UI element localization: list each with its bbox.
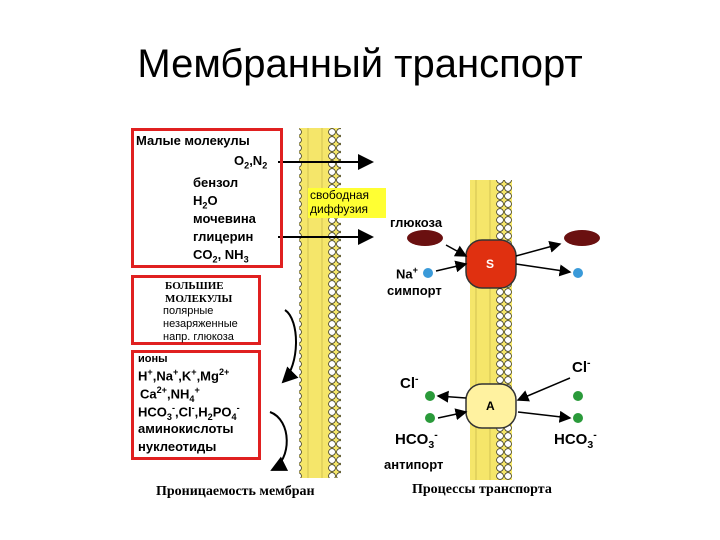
- hco3-right-label: HCO3-: [554, 429, 597, 451]
- hco3-left-label: HCO3-: [395, 429, 438, 451]
- hco3-dot-right: [573, 413, 583, 423]
- large-heading-1: БОЛЬШИЕ: [165, 280, 224, 292]
- cl-right-label: Cl-: [572, 357, 591, 376]
- glucose-left: [407, 230, 443, 246]
- cl-dot-right: [573, 391, 583, 401]
- na-dot-left: [423, 268, 433, 278]
- free-diffusion-label: свободная диффузия: [308, 188, 386, 218]
- large-heading-2: МОЛЕКУЛЫ: [165, 293, 233, 305]
- left-membrane: [299, 128, 341, 478]
- large-item-polar: полярные: [163, 305, 214, 317]
- right-membrane: [470, 180, 512, 480]
- na-dot-right: [573, 268, 583, 278]
- antiport-carrier: [465, 383, 517, 429]
- ions-item-1: H+,Na+,K+,Mg2+: [138, 367, 230, 384]
- small-item-benzol: бензол: [193, 175, 239, 190]
- large-item-uncharged: незаряженные: [163, 318, 238, 330]
- cl-dot-left: [425, 391, 435, 401]
- ions-item-4: аминокислоты: [138, 421, 234, 436]
- curved-arrow-ions: [269, 411, 289, 471]
- carrier-s-label: S: [486, 257, 495, 271]
- ions-heading: ионы: [138, 353, 168, 365]
- hco3-dot-left: [425, 413, 435, 423]
- small-item-urea: мочевина: [193, 211, 256, 226]
- carrier-a-label: A: [486, 399, 495, 413]
- symport-label: симпорт: [387, 283, 442, 298]
- small-item-h2o: H2O: [193, 193, 218, 211]
- small-item-co2nh3: CO2, NH3: [193, 247, 249, 265]
- antiport-label: антипорт: [384, 457, 444, 472]
- small-item-o2n2: O2,N2: [234, 153, 268, 171]
- small-molecules-box: [131, 128, 283, 268]
- large-item-glucose: напр. глюкоза: [163, 331, 234, 343]
- page-title: Мембранный транспорт: [137, 42, 583, 86]
- curved-arrow-large: [281, 309, 299, 384]
- glucose-label: глюкоза: [390, 215, 443, 230]
- ions-item-2: Ca2+,NH4+: [140, 385, 200, 404]
- ions-box: [131, 350, 261, 460]
- na-label: Na+: [396, 265, 418, 282]
- left-caption: Проницаемость мембран: [156, 484, 315, 499]
- small-item-glycerin: глицерин: [193, 229, 254, 244]
- glucose-right: [564, 230, 600, 246]
- small-heading: Малые молекулы: [136, 133, 250, 148]
- large-molecules-box: [131, 275, 261, 345]
- right-caption: Процессы транспорта: [412, 482, 552, 497]
- ions-item-3: HCO3-,Cl-,H2PO4-: [138, 403, 240, 422]
- cl-left-label: Cl-: [400, 373, 419, 392]
- ions-item-5: нуклеотиды: [138, 439, 217, 454]
